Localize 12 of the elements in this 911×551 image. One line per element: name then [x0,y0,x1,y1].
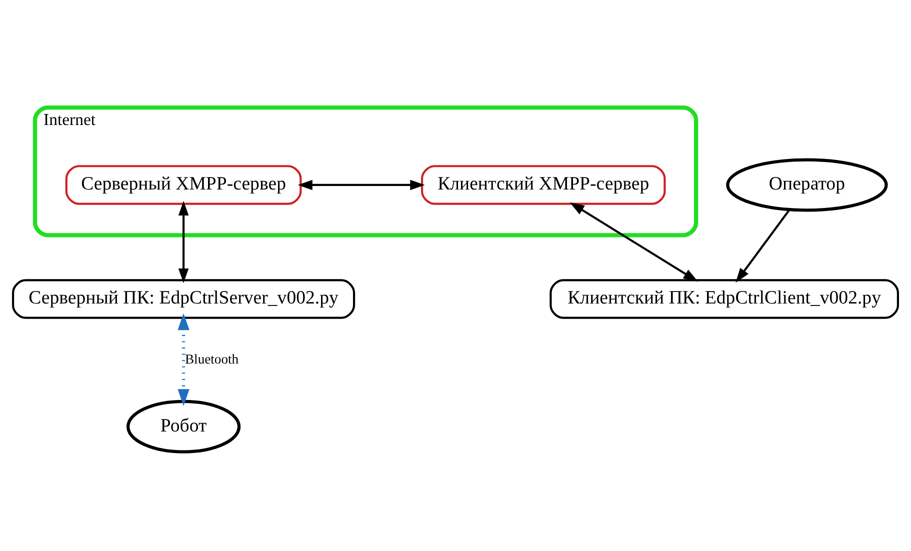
node-ellipse: Робот [126,400,241,454]
edge-label: Bluetooth [185,351,239,366]
arrow [736,209,790,283]
node-box: Серверный XMPP-сервер [65,165,302,205]
arrow [298,180,425,190]
node-box: Клиентский ПК: EdpCtrlClient_v002.py [550,279,899,319]
node-box: Клиентский XMPP-сервер [420,165,666,205]
node-box: Серверный ПК: EdpCtrlServer_v002.py [12,279,356,319]
arrow [178,200,189,284]
arrow [178,313,190,406]
arrow [570,202,698,282]
node-ellipse: Оператор [726,158,888,212]
